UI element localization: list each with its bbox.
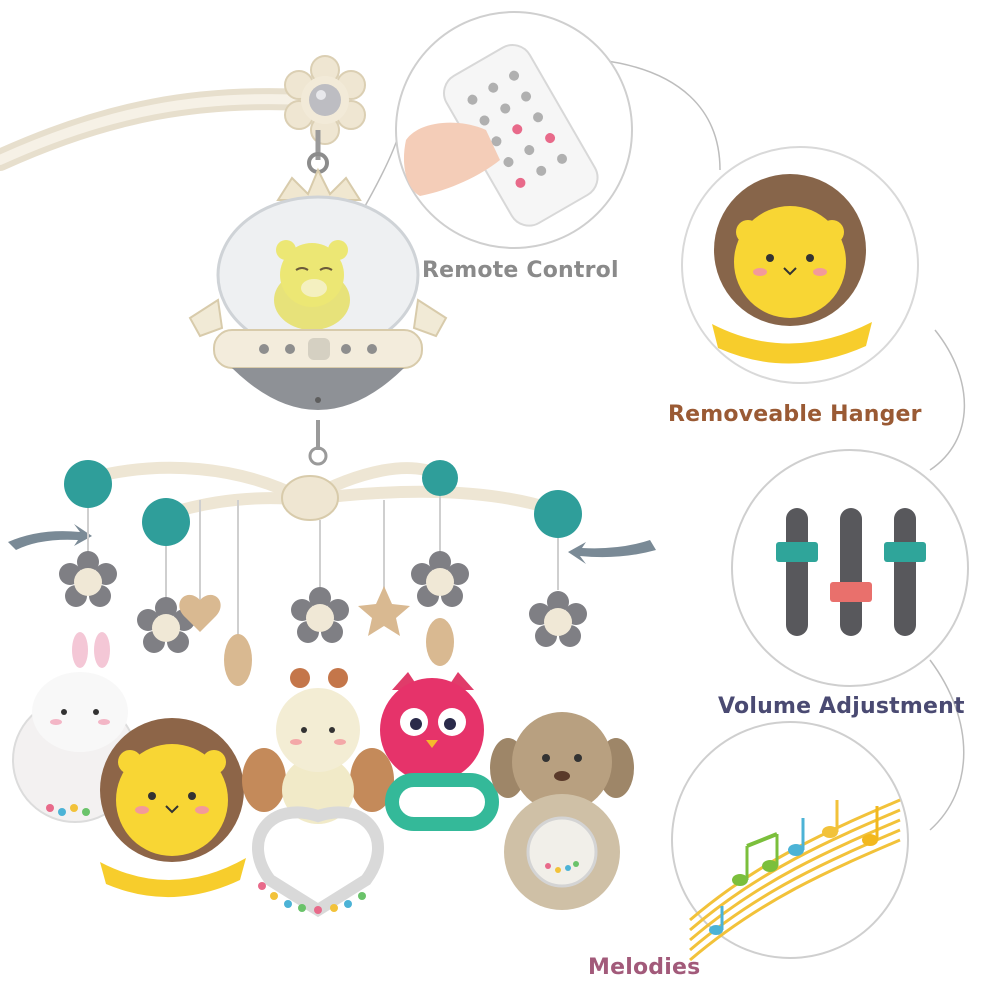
lion-toy (100, 718, 246, 898)
removeable-hanger-panel (681, 146, 919, 384)
hand (403, 122, 500, 196)
remote-icon (443, 44, 599, 227)
speaker-dot (315, 397, 321, 403)
remote-control-label: Remote Control (422, 258, 619, 283)
remote-control-panel (395, 11, 633, 249)
melodies-panel (671, 721, 909, 962)
music-box-pod (188, 167, 448, 410)
notes (709, 800, 879, 935)
owl-toy (380, 672, 499, 831)
arm-end-beads (64, 460, 582, 546)
volume-sliders-icon (776, 508, 926, 636)
music-notes-icon (689, 798, 901, 962)
speaker-base (232, 368, 404, 410)
right-wing (412, 298, 448, 338)
puppy-beads (545, 861, 579, 873)
rotate-right-icon (568, 540, 656, 564)
left-wing (188, 298, 224, 338)
rotate-left-icon (8, 524, 92, 550)
wooden-charms (179, 586, 454, 686)
mobile-hub (281, 475, 339, 521)
bee-toy (242, 668, 394, 918)
rattle-beads (258, 882, 366, 914)
crown (276, 167, 362, 201)
dome-bear (274, 240, 350, 330)
volume-adjustment-panel (731, 449, 969, 687)
crib-arm (0, 88, 316, 171)
puppy-toy (490, 712, 634, 910)
melodies-label: Melodies (588, 955, 701, 980)
hanging-flowers (59, 551, 587, 653)
control-buttons (259, 338, 377, 360)
volume-adjustment-label: Volume Adjustment (718, 694, 965, 719)
flower-clamp (284, 55, 366, 145)
removeable-hanger-label: Removeable Hanger (668, 402, 922, 427)
